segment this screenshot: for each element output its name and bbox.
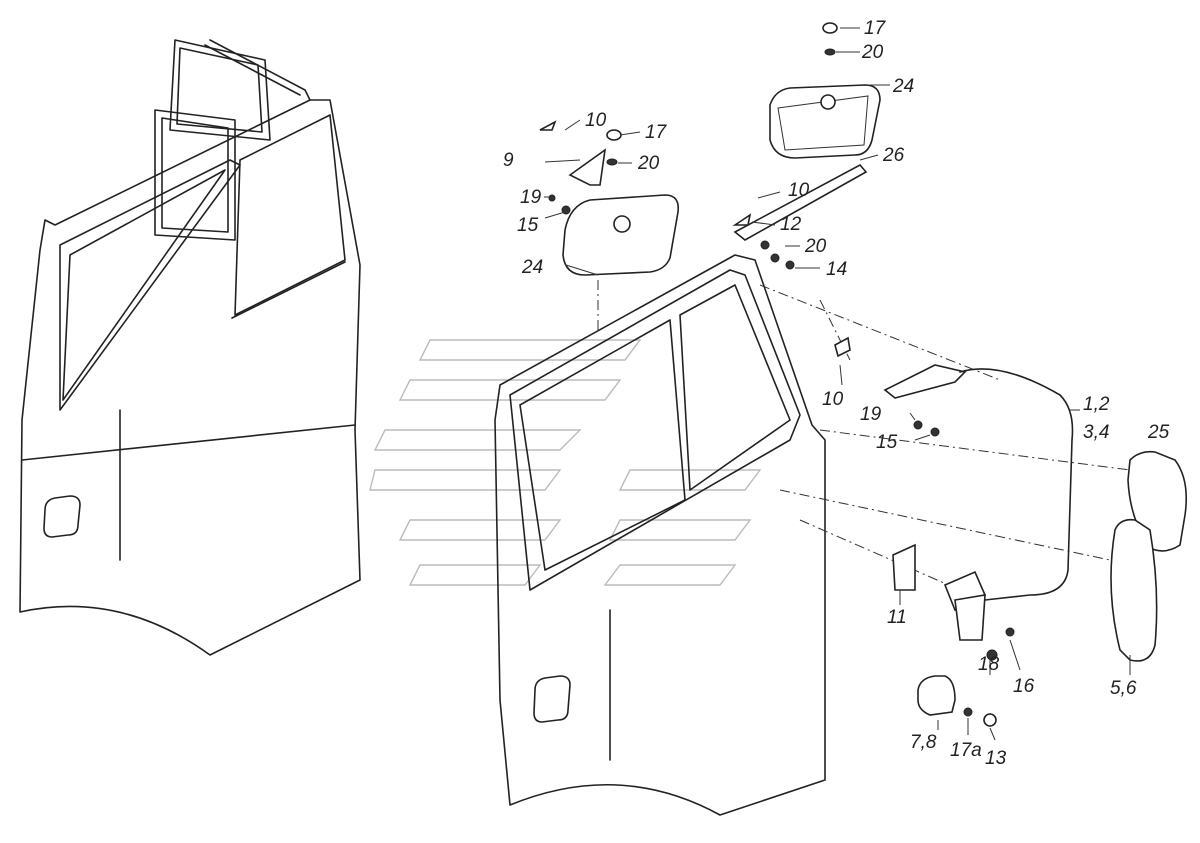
- cap-13: [983, 713, 997, 727]
- right-cab-door: [494, 254, 826, 816]
- screw-17a: [963, 707, 973, 717]
- callout-19: 19: [860, 404, 882, 425]
- leader-lines: [544, 27, 1131, 741]
- mirror-24-top: [769, 22, 881, 159]
- callout-25: 25: [1147, 422, 1170, 443]
- callout-20: 20: [861, 42, 884, 63]
- left-cab-door: [19, 39, 361, 656]
- callout-5-6: 5,6: [1110, 678, 1137, 699]
- callout-15: 15: [876, 432, 898, 453]
- callout-20: 20: [637, 153, 660, 174]
- callout-20: 20: [804, 236, 827, 257]
- callout-13: 13: [985, 748, 1007, 769]
- callout-12: 12: [780, 214, 802, 235]
- callout-24: 24: [892, 76, 914, 97]
- callout-14: 14: [826, 259, 847, 280]
- mirror-arm-26: [733, 163, 868, 241]
- plate-11: [892, 543, 916, 591]
- callout-10: 10: [788, 180, 810, 201]
- mirror-5-6: [1110, 518, 1158, 662]
- callout-3-4: 3,4: [1083, 422, 1109, 443]
- assembly-lines: [597, 280, 1131, 591]
- callout-9: 9: [503, 150, 514, 171]
- mirror-bracket-assembly: [732, 213, 1074, 661]
- callout-labels: 17 20 24 26 10 17 9 20 19 15 24 10 12 20…: [503, 18, 1170, 769]
- callout-24: 24: [521, 257, 543, 278]
- callout-10: 10: [585, 110, 607, 131]
- callout-11: 11: [887, 607, 907, 628]
- callout-19: 19: [520, 187, 542, 208]
- watermark-logo: [369, 339, 762, 586]
- callout-10: 10: [822, 389, 844, 410]
- callout-26: 26: [882, 145, 905, 166]
- cover-7-8: [917, 675, 956, 716]
- callout-1-2: 1,2: [1083, 394, 1110, 415]
- callout-18: 18: [978, 654, 1000, 675]
- callout-7-8: 7,8: [910, 732, 937, 753]
- callout-17a: 17а: [950, 740, 982, 761]
- callout-15: 15: [517, 215, 539, 236]
- callout-17: 17: [645, 122, 668, 143]
- callout-16: 16: [1013, 676, 1035, 697]
- callout-17: 17: [864, 18, 887, 39]
- mirror-24-mid: [539, 120, 680, 276]
